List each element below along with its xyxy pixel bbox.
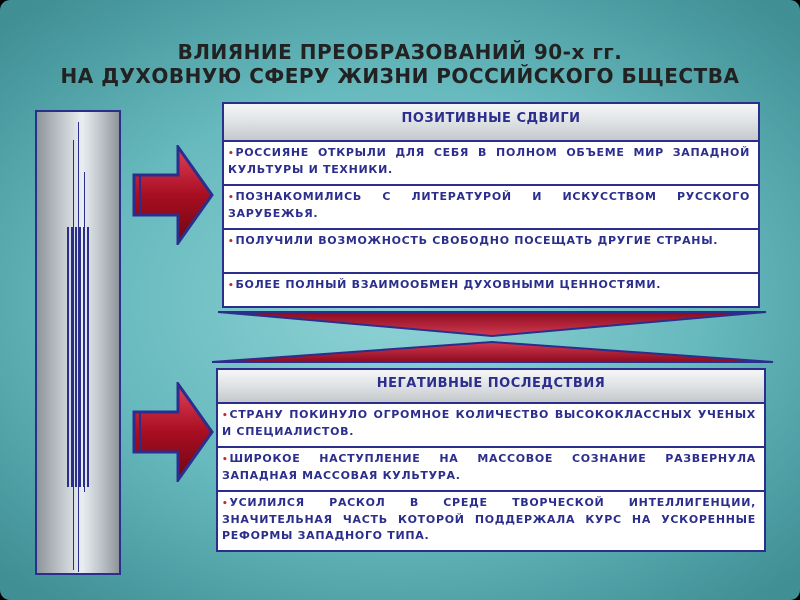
lower-right-arrow-icon	[132, 382, 214, 482]
bowtie-connector	[211, 311, 774, 363]
slide-title-line-2: НА ДУХОВНУЮ СФЕРУ ЖИЗНИ РОССИЙСКОГО БЩЕС…	[60, 64, 740, 88]
column-bar	[83, 227, 85, 487]
list-item-text: ШИРОКОЕ НАСТУПЛЕНИЕ НА МАССОВОЕ СОЗНАНИЕ…	[222, 452, 756, 482]
positive-shifts-panel: ПОЗИТИВНЫЕ СДВИГИ •РОССИЯНЕ ОТКРЫЛИ ДЛЯ …	[222, 102, 760, 308]
column-bar	[79, 227, 81, 487]
upper-right-arrow-icon	[132, 145, 214, 245]
list-item: •УСИЛИЛСЯ РАСКОЛ В СРЕДЕ ТВОРЧЕСКОЙ ИНТЕ…	[218, 492, 764, 550]
list-item-text: БОЛЕЕ ПОЛНЫЙ ВЗАИМООБМЕН ДУХОВНЫМИ ЦЕННО…	[235, 278, 662, 291]
list-item: •БОЛЕЕ ПОЛНЫЙ ВЗАИМООБМЕН ДУХОВНЫМИ ЦЕНН…	[224, 274, 758, 308]
slide-title-line-1: ВЛИЯНИЕ ПРЕОБРАЗОВАНИЙ 90-х гг.	[177, 40, 623, 64]
column-bar	[71, 227, 73, 487]
list-item-text: УСИЛИЛСЯ РАСКОЛ В СРЕДЕ ТВОРЧЕСКОЙ ИНТЕЛ…	[222, 496, 756, 542]
column-bar	[67, 227, 69, 487]
column-line	[78, 122, 79, 572]
column-bar	[75, 227, 77, 487]
list-item-text: СТРАНУ ПОКИНУЛО ОГРОМНОЕ КОЛИЧЕСТВО ВЫСО…	[222, 408, 756, 438]
negative-consequences-panel: НЕГАТИВНЫЕ ПОСЛЕДСТВИЯ •СТРАНУ ПОКИНУЛО …	[216, 368, 766, 552]
list-item: •СТРАНУ ПОКИНУЛО ОГРОМНОЕ КОЛИЧЕСТВО ВЫС…	[218, 404, 764, 448]
bullet-icon: •	[222, 455, 229, 465]
bullet-icon: •	[228, 281, 235, 291]
bullet-icon: •	[222, 411, 229, 421]
column-bar	[87, 227, 89, 487]
list-item: •ПОЛУЧИЛИ ВОЗМОЖНОСТЬ СВОБОДНО ПОСЕЩАТЬ …	[224, 230, 758, 274]
bullet-icon: •	[222, 499, 229, 509]
list-item-text: ПОЛУЧИЛИ ВОЗМОЖНОСТЬ СВОБОДНО ПОСЕЩАТЬ Д…	[235, 234, 719, 247]
column-line	[73, 140, 74, 570]
bullet-icon: •	[228, 193, 235, 203]
bullet-icon: •	[228, 149, 235, 159]
list-item: •ШИРОКОЕ НАСТУПЛЕНИЕ НА МАССОВОЕ СОЗНАНИ…	[218, 448, 764, 492]
list-item: •ПОЗНАКОМИЛИСЬ С ЛИТЕРАТУРОЙ И ИСКУССТВО…	[224, 186, 758, 230]
positive-shifts-header: ПОЗИТИВНЫЕ СДВИГИ	[224, 104, 758, 142]
negative-consequences-header: НЕГАТИВНЫЕ ПОСЛЕДСТВИЯ	[218, 370, 764, 404]
list-item-text: ПОЗНАКОМИЛИСЬ С ЛИТЕРАТУРОЙ И ИСКУССТВОМ…	[228, 190, 750, 220]
list-item: •РОССИЯНЕ ОТКРЫЛИ ДЛЯ СЕБЯ В ПОЛНОМ ОБЪЕ…	[224, 142, 758, 186]
list-item-text: РОССИЯНЕ ОТКРЫЛИ ДЛЯ СЕБЯ В ПОЛНОМ ОБЪЕМ…	[228, 146, 750, 176]
bullet-icon: •	[228, 237, 235, 247]
decorative-column	[35, 110, 121, 575]
